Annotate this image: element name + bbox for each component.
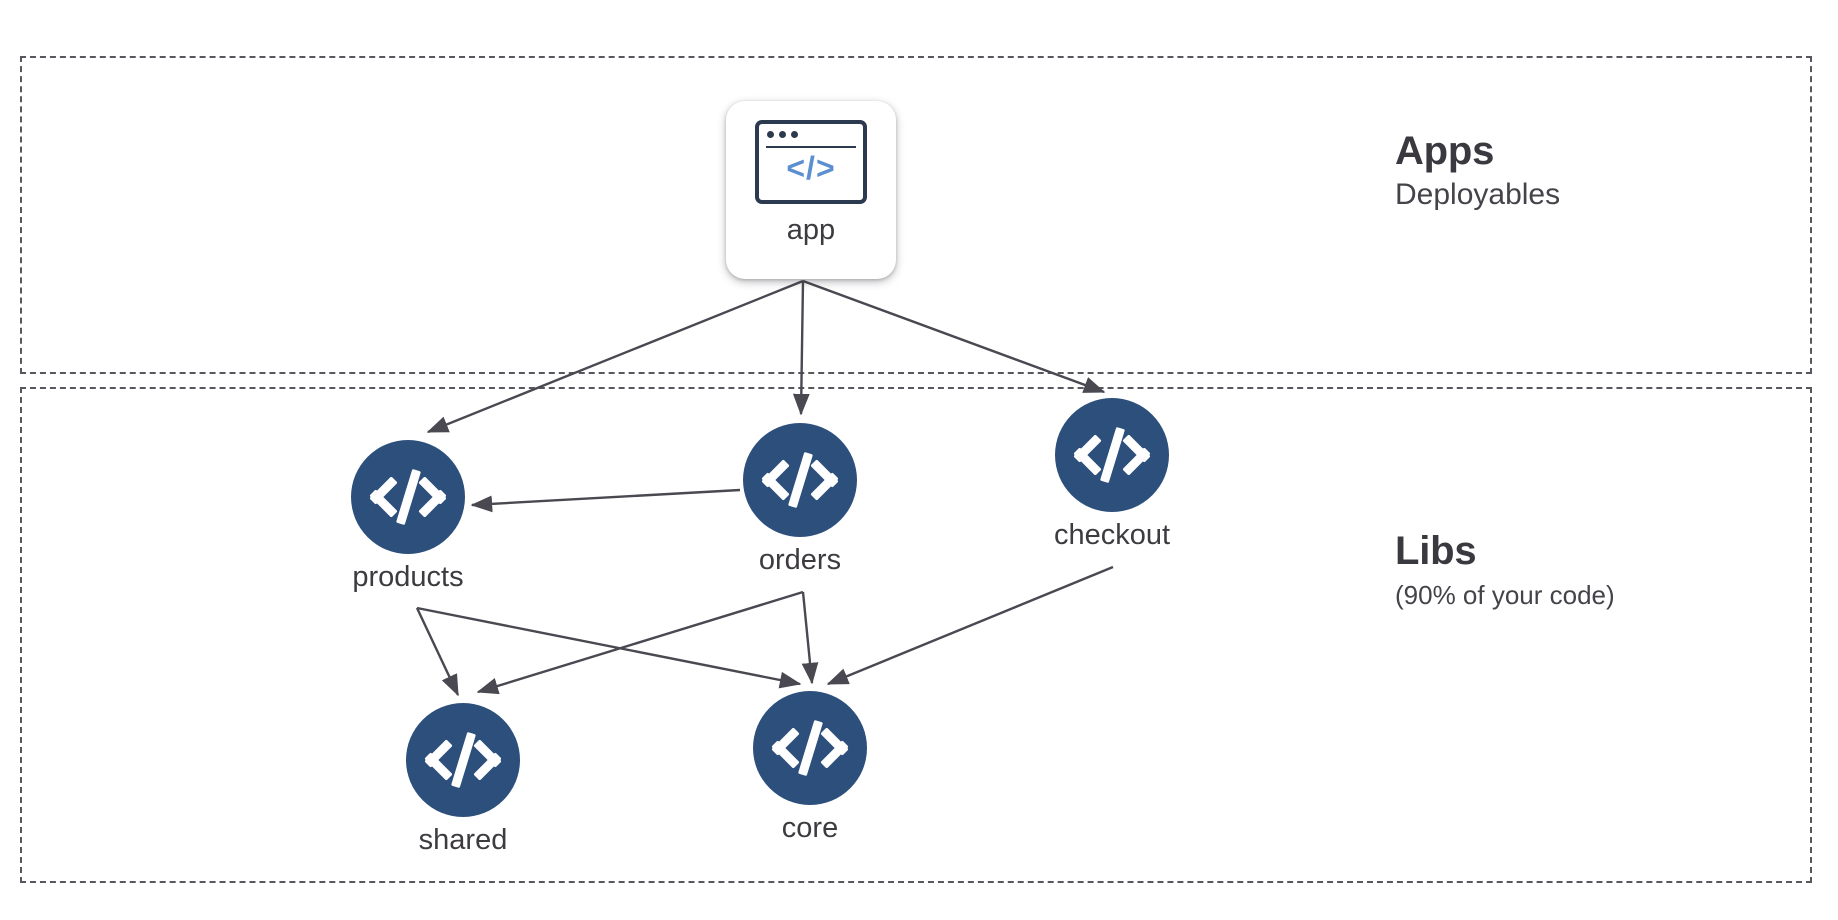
node-checkout-label: checkout: [1054, 519, 1171, 551]
libs-section-caption: Libs (90% of your code): [1395, 528, 1615, 611]
libs-section-subtitle: (90% of your code): [1395, 580, 1615, 611]
browser-dots-icon: [767, 131, 798, 138]
node-products[interactable]: products: [351, 440, 465, 594]
node-core[interactable]: core: [753, 691, 867, 845]
node-app-label: app: [786, 214, 836, 246]
node-checkout[interactable]: checkout: [1054, 398, 1170, 552]
node-shared-label: shared: [418, 824, 508, 856]
browser-divider: [766, 146, 856, 148]
apps-section-box: [20, 56, 1812, 374]
code-brackets-icon: [753, 691, 867, 805]
code-brackets-glyph: </>: [786, 150, 836, 186]
code-brackets-icon: [406, 703, 520, 817]
code-brackets-icon: [743, 423, 857, 537]
code-brackets-icon: [1055, 398, 1170, 512]
code-brackets-icon: [351, 440, 465, 554]
node-orders-label: orders: [758, 544, 842, 576]
node-shared[interactable]: shared: [406, 703, 520, 857]
libs-section-title: Libs: [1395, 529, 1477, 573]
apps-section-subtitle: Deployables: [1395, 178, 1561, 212]
node-core-label: core: [781, 812, 839, 844]
node-app[interactable]: </> app: [726, 101, 896, 279]
apps-section-title: Apps: [1395, 129, 1495, 173]
libs-section-box: [20, 387, 1812, 883]
browser-window-code-icon: </>: [755, 120, 867, 204]
node-orders[interactable]: orders: [743, 423, 857, 577]
node-products-label: products: [352, 561, 464, 593]
apps-section-caption: Apps Deployables: [1395, 128, 1560, 213]
